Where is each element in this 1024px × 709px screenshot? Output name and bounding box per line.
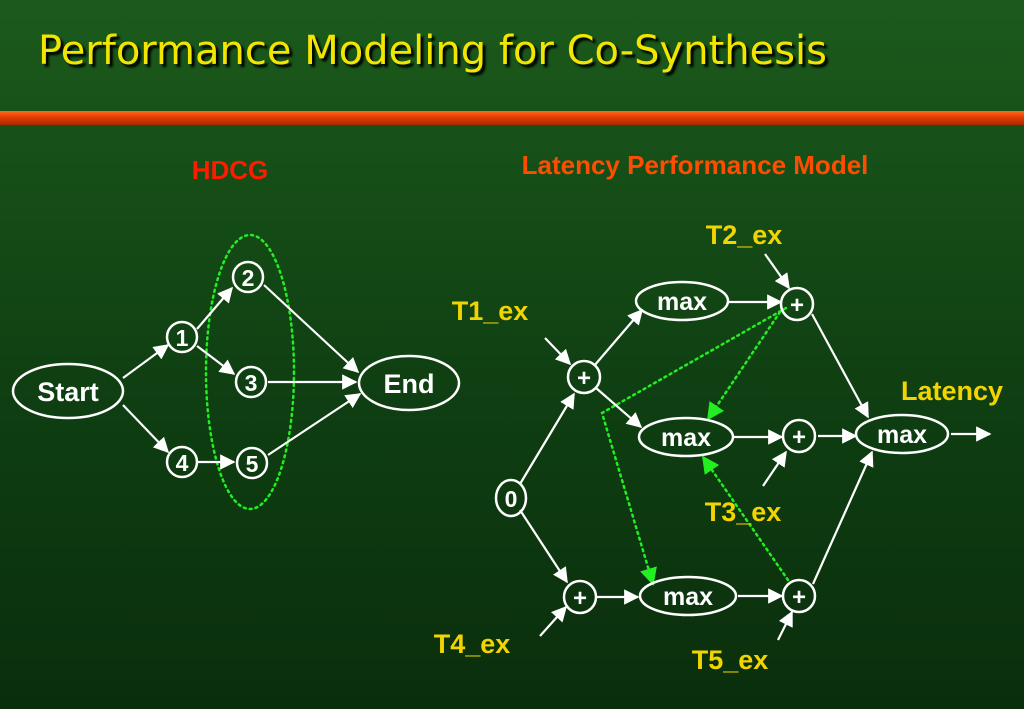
plus-node-1-label: + <box>577 365 591 392</box>
edge-start-1 <box>122 344 170 379</box>
max-node-final-label: max <box>877 421 927 449</box>
edge-2-end <box>263 284 360 374</box>
hdcg-end-label: End <box>384 369 435 399</box>
max-node-2-label: max <box>661 424 711 452</box>
slide-title: Performance Modeling for Co-Synthesis <box>38 28 828 74</box>
max-node-3-label: max <box>663 583 713 611</box>
edge-0-plus1 <box>519 392 575 485</box>
hdcg-end-node <box>357 354 461 412</box>
title-divider-bar <box>0 111 1024 125</box>
label-t3-ex: T3_ex <box>705 497 782 527</box>
hdcg-node-1 <box>165 320 199 354</box>
source-node-0 <box>494 478 528 518</box>
dotted-arrow-plus5-max2 <box>701 455 790 582</box>
label-t1-ex: T1_ex <box>452 296 529 326</box>
hdcg-node-1-label: 1 <box>176 325 189 351</box>
label-t4-ex: T4_ex <box>434 629 511 659</box>
edge-0-plus4 <box>519 509 568 584</box>
plus-node-4-label: + <box>573 585 587 612</box>
hdcg-node-3-label: 3 <box>245 370 258 396</box>
hdcg-start-node <box>11 362 125 420</box>
hdcg-group-ellipse <box>204 233 296 511</box>
latency-model-graph: 0 + + + + + max max max max T1_ex T2_ex … <box>434 220 1003 675</box>
edge-t3-plus3 <box>762 450 787 487</box>
edge-1-3 <box>196 345 236 375</box>
edge-t2-plus2 <box>764 253 790 290</box>
edge-t1-plus1 <box>544 337 572 366</box>
max-node-1-label: max <box>657 288 707 316</box>
source-node-0-label: 0 <box>505 486 518 512</box>
max-node-2 <box>637 416 735 458</box>
label-t5-ex: T5_ex <box>692 645 769 675</box>
edge-t4-plus4 <box>539 605 568 637</box>
edge-plus1-max1 <box>593 308 644 367</box>
hdcg-start-label: Start <box>37 377 99 407</box>
hdcg-graph: Start 1 2 3 4 5 End <box>11 233 461 511</box>
plus-node-3-label: + <box>792 424 806 451</box>
edge-plus2-maxfinal <box>811 313 869 419</box>
plus-node-1 <box>566 359 602 395</box>
dotted-arrow-plus2-max2 <box>706 310 782 421</box>
hdcg-node-3 <box>234 365 268 399</box>
max-node-1 <box>634 280 730 322</box>
hdcg-node-5-label: 5 <box>246 451 259 477</box>
hdcg-heading: HDCG <box>191 155 269 185</box>
edge-t5-plus5 <box>777 610 793 641</box>
plus-node-3 <box>781 418 817 454</box>
plus-node-2-label: + <box>790 292 804 319</box>
edge-5-end <box>267 393 362 456</box>
hdcg-node-4-label: 4 <box>176 450 189 476</box>
edge-plus5-maxfinal <box>811 450 874 585</box>
edge-plus1-max2 <box>595 387 643 429</box>
hdcg-node-4 <box>165 445 199 479</box>
max-node-final <box>854 413 950 455</box>
hdcg-node-2-label: 2 <box>242 265 255 291</box>
edge-1-2 <box>196 286 233 330</box>
plus-node-5 <box>781 578 817 614</box>
plus-node-2 <box>779 286 815 322</box>
edge-start-4 <box>122 404 170 454</box>
max-node-3 <box>638 575 738 617</box>
hdcg-node-5 <box>235 446 269 480</box>
hdcg-node-2 <box>231 260 265 294</box>
plus-node-4 <box>562 579 598 615</box>
plus-node-5-label: + <box>792 584 806 611</box>
dotted-arrow-plus2-max3 <box>600 306 788 586</box>
label-latency: Latency <box>901 376 1003 406</box>
latency-model-heading: Latency Performance Model <box>521 150 869 180</box>
label-t2-ex: T2_ex <box>706 220 783 250</box>
